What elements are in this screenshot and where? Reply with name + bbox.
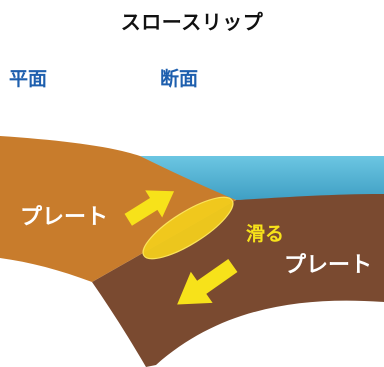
lower-plate (92, 194, 384, 367)
upper-plate-label: プレート (20, 205, 108, 230)
plan-view-label: 平面 (9, 68, 48, 90)
slip-label: 滑る (246, 223, 284, 245)
slip-zone (142, 196, 234, 260)
arrow-down-left-icon (177, 258, 238, 305)
diagram-title: スロースリップ (120, 10, 264, 34)
upper-plate (0, 136, 236, 282)
section-view-label: 断面 (160, 68, 199, 90)
lower-plate-label: プレート (284, 253, 372, 278)
arrow-up-right-icon (124, 190, 175, 226)
sea-layer (140, 156, 384, 200)
